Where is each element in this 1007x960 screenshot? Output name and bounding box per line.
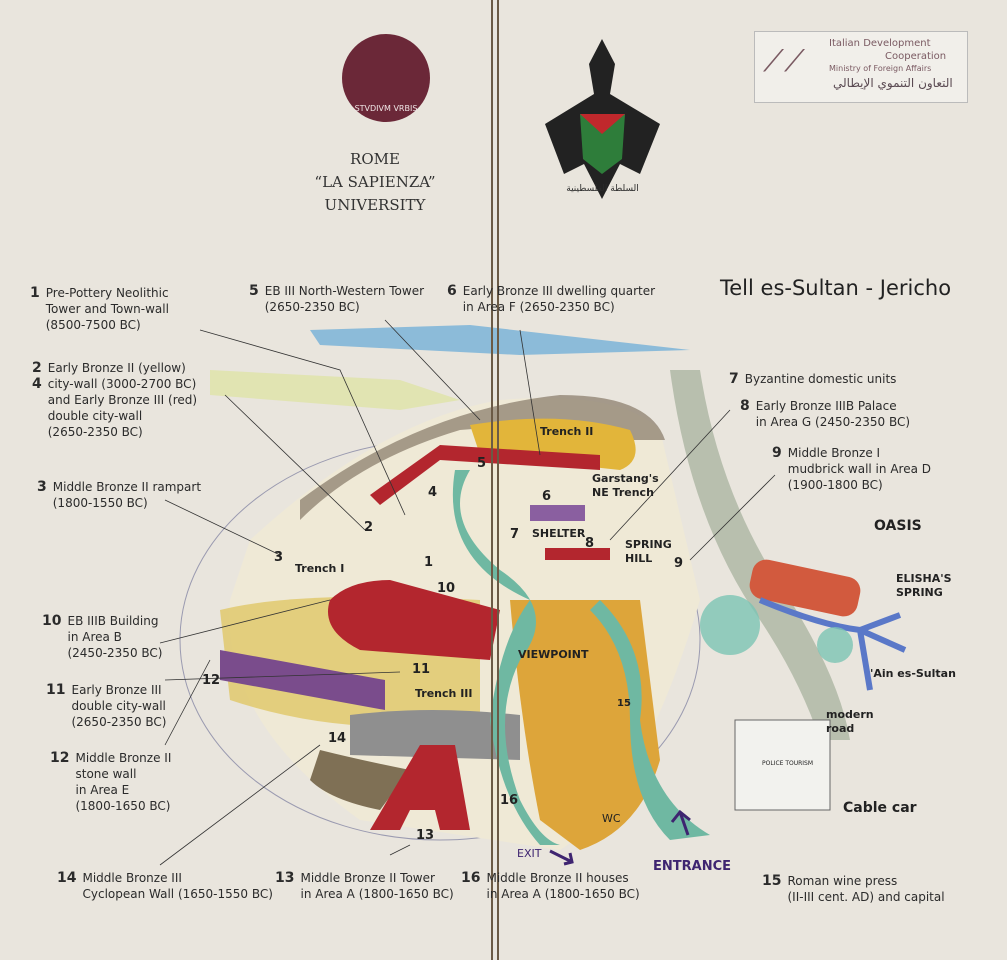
map-number: 1: [424, 555, 434, 570]
palace-red: [545, 548, 610, 560]
map-label-garstang: Garstang's NE Trench: [592, 472, 659, 499]
map-number: 13: [416, 828, 435, 843]
hand-dove-icon: ⟋⟋: [763, 44, 805, 79]
map-number: 6: [542, 489, 552, 504]
early-bronze-wall-red: [370, 445, 600, 505]
map-number: 8: [585, 536, 595, 551]
tower-a-red: [370, 745, 470, 830]
map-number: 9: [674, 556, 684, 571]
dark-slope: [310, 750, 410, 810]
map-label-elisha-spring: ELISHA'S SPRING: [896, 572, 952, 599]
map-label-trench1: Trench I: [295, 562, 345, 575]
map-number: 5: [477, 456, 487, 471]
map-number: 2: [364, 520, 374, 535]
map-number: 3: [274, 550, 284, 565]
map-label-oasis: OASIS: [874, 518, 922, 534]
sky-blue-band: [310, 325, 690, 355]
board-seam: [497, 0, 499, 960]
tree: [817, 627, 853, 663]
map-number: 11: [412, 662, 431, 677]
police-sign-text: POLICE TOURISM: [762, 760, 814, 767]
map-label-cable-car: Cable car: [843, 800, 917, 816]
map-label-modern-road: modern road: [826, 708, 874, 735]
page-title: Tell es-Sultan - Jericho: [720, 276, 952, 300]
board-seam: [491, 0, 493, 960]
cyclopean-wall-stone: [350, 710, 520, 760]
palestinian-eagle-emblem: السلطة الفلسطينية: [540, 34, 665, 204]
entrance-path-teal: [590, 600, 710, 840]
map-number: 7: [510, 527, 520, 542]
map-number: 16: [500, 793, 519, 808]
modern-road: [670, 370, 850, 740]
exit-arrow: [549, 849, 574, 866]
map-number: 14: [328, 731, 347, 746]
entrance-arrow: [670, 809, 691, 836]
spring-house-red: [749, 559, 861, 617]
map-label-trench2: Trench II: [540, 425, 594, 438]
sapienza-seal-logo: STVDIVM VRBIS: [342, 34, 430, 122]
police-building: [734, 719, 831, 811]
university-name: ROME “LA SAPIENZA” UNIVERSITY: [314, 150, 436, 214]
map-number: 15: [617, 698, 631, 709]
map-number: 12: [202, 673, 221, 688]
map-label-ain-es-sultan: 'Ain es-Sultan: [870, 667, 956, 680]
entrance-label: ENTRANCE: [653, 859, 731, 874]
area-e-purple-wall: [220, 650, 385, 710]
spring-water: [758, 597, 907, 691]
map-number: 10: [437, 581, 456, 596]
map-label-trench3: Trench III: [415, 687, 473, 700]
leader-lines: [159, 319, 776, 866]
map-label-spring-hill: SPRING HILL: [625, 538, 672, 565]
legend-item: 2 4Early Bronze II (yellow) city-wall (3…: [32, 360, 198, 439]
map-label-shelter: SHELTER: [532, 527, 586, 540]
area-b-building-red: [328, 580, 500, 660]
map-label-wc: WC: [602, 812, 621, 825]
map-label-viewpoint: VIEWPOINT: [518, 648, 589, 661]
path-teal: [452, 470, 560, 845]
shelter-roof: [530, 505, 585, 521]
exit-label: EXIT: [517, 847, 542, 860]
italian-cooperation-logo: ⟋⟋ Italian Development Cooperation Minis…: [754, 31, 968, 103]
map-number: 4: [428, 485, 438, 500]
yellow-band: [210, 370, 460, 410]
tree: [700, 595, 760, 655]
